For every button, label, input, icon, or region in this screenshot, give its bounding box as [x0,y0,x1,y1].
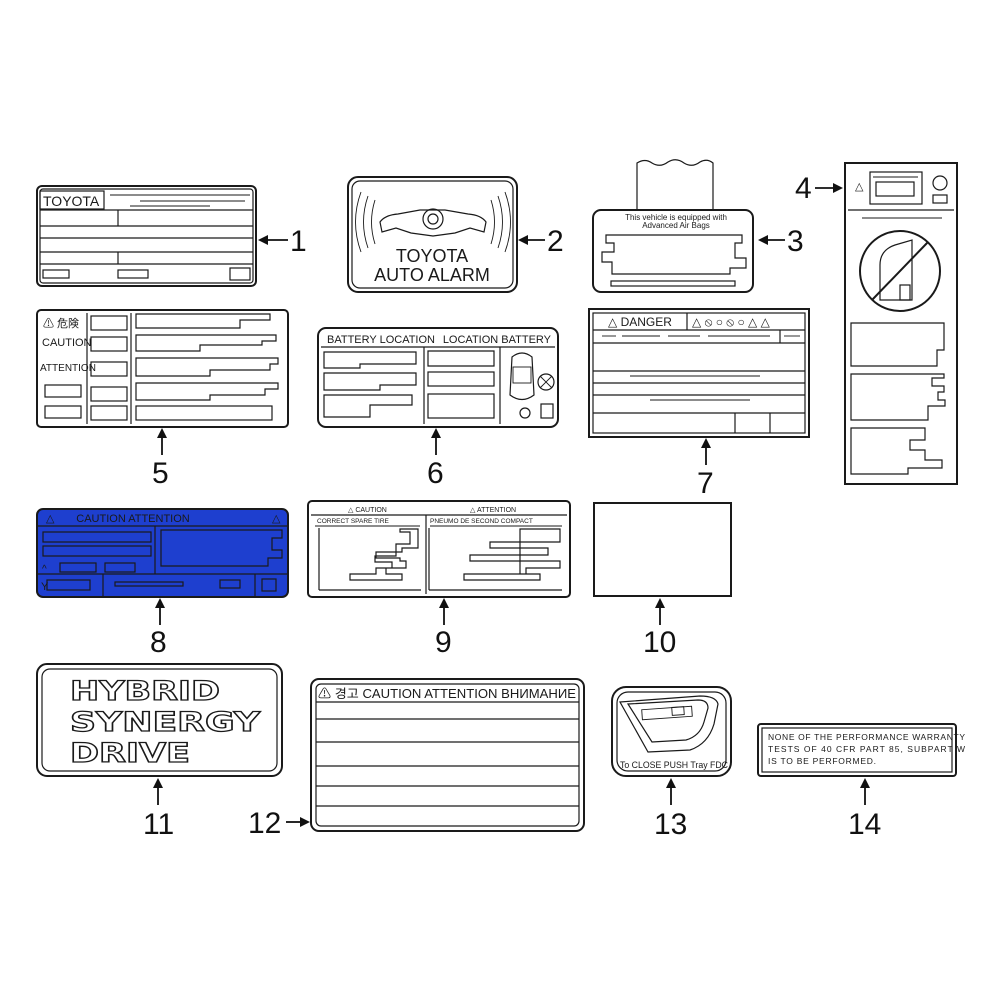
label-14-line3: IS TO BE PERFORMED. [768,756,876,766]
label-9: △ CAUTION △ ATTENTION CORRECT SPARE TIRE… [307,500,571,598]
label-13-text: To CLOSE PUSH Tray FDC [620,760,728,771]
label-1-brand: TOYOTA [43,193,100,209]
callout-6: 6 [427,428,444,490]
callout-number: 8 [150,626,167,659]
callout-number: 2 [547,225,564,258]
label-12-heading: ⚠ 경고 CAUTION ATTENTION ВНИМАНИЕ [318,687,576,701]
callout-1: 1 [258,225,307,258]
label-13: To CLOSE PUSH Tray FDC [611,686,732,777]
label-6-left: BATTERY LOCATION [327,334,435,346]
label-7: △ DANGER △ ⦸ ○ ⦸ ○ △ △ [588,308,810,438]
label-2-line2: AUTO ALARM [374,265,490,285]
label-5: ⚠ 危険 CAUTION ATTENTION [36,309,289,428]
callout-number: 7 [697,467,714,500]
label-9-caution: △ CAUTION [348,507,387,514]
label-8-background [36,508,289,598]
label-8: △ △ CAUTION ATTENTION ^ Y [36,508,289,598]
warning-triangle-icon: △ [272,513,281,525]
label-7-symbols: △ ⦸ ○ ⦸ ○ △ △ [692,315,771,329]
label-9-right-title: PNEUMO DE SECOND COMPACT [430,518,533,525]
tray-icon [619,695,719,753]
callout-8: 8 [150,598,167,659]
label-14: NONE OF THE PERFORMANCE WARRANTY TESTS O… [757,723,965,777]
callout-14: 14 [848,778,881,841]
callout-2: 2 [518,225,564,258]
callout-number: 5 [152,457,169,490]
label-10 [593,502,732,597]
label-11-line2: SYNERGY [70,707,261,738]
label-6-right: LOCATION BATTERY [443,334,552,346]
label-5-row1: ⚠ 危険 [43,317,79,330]
label-14-line2: TESTS OF 40 CFR PART 85, SUBPART W [768,744,965,754]
label-11: HYBRID SYNERGY DRIVE [36,663,283,777]
label-6: BATTERY LOCATION LOCATION BATTERY [317,327,559,428]
alarm-icon [355,191,511,253]
callout-5: 5 [152,428,169,490]
svg-text:Y: Y [41,581,49,593]
label-3-line1: This vehicle is equipped with [625,213,727,222]
callout-number: 1 [290,225,307,258]
callout-number: 9 [435,626,452,659]
label-2: TOYOTA AUTO ALARM [347,176,518,293]
label-7-heading: △ DANGER [608,315,672,329]
label-11-line1: HYBRID [70,676,220,707]
callout-11: 11 [143,778,174,841]
car-topview-icon [509,352,555,419]
callout-number: 13 [654,808,687,841]
callout-number: 10 [643,626,676,659]
callout-3: 3 [758,225,804,258]
label-5-row2: CAUTION [42,337,92,349]
label-1: TOYOTA [36,185,257,287]
label-3-line2: Advanced Air Bags [642,221,710,230]
callout-number: 4 [795,172,812,205]
label-12: ⚠ 경고 CAUTION ATTENTION ВНИМАНИЕ [310,678,585,832]
label-9-left-title: CORRECT SPARE TIRE [317,518,390,525]
callout-9: 9 [435,598,452,659]
no-child-seat-icon [859,230,941,312]
callout-number: 6 [427,457,444,490]
callout-12: 12 [248,807,310,840]
label-14-line1: NONE OF THE PERFORMANCE WARRANTY [768,732,965,742]
label-5-row3: ATTENTION [40,363,96,374]
label-11-line3: DRIVE [70,738,190,769]
callout-number: 3 [787,225,804,258]
label-8-heading: CAUTION ATTENTION [76,513,190,525]
callout-7: 7 [697,438,714,500]
callout-number: 11 [143,808,174,841]
label-3: This vehicle is equipped with Advanced A… [592,159,754,293]
callout-number: 14 [848,808,881,841]
warning-triangle-icon: △ [46,513,55,525]
callout-4: 4 [795,172,843,205]
svg-text:^: ^ [42,564,47,575]
callout-13: 13 [654,778,687,841]
warning-triangle-icon: △ [855,181,864,193]
label-4: △ [844,162,958,485]
label-9-attention: △ ATTENTION [470,507,516,514]
callout-number: 12 [248,807,281,840]
label-2-line1: TOYOTA [396,246,468,266]
callout-10: 10 [643,598,676,659]
